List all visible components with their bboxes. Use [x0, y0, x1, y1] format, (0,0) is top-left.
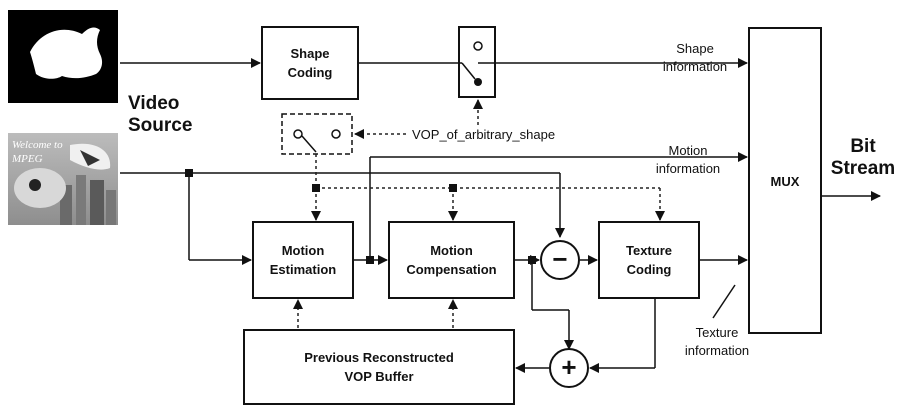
motion-info-line-2: information — [655, 161, 721, 176]
motion-estimation-line-2: Estimation — [269, 262, 337, 277]
video-source-line-2: Source — [128, 115, 193, 136]
motion-compensation-line-1: Motion — [430, 243, 473, 258]
buffer-line-2: VOP Buffer — [344, 369, 414, 384]
buffer-line-1: Previous Reconstructed — [304, 350, 454, 365]
motion-switch-box — [281, 113, 353, 155]
motion-estimation-label: Motion Estimation — [253, 241, 353, 279]
mux-label: MUX — [770, 174, 800, 189]
subtractor-node — [540, 240, 580, 280]
shape-coding-block — [261, 26, 359, 100]
video-frame-image — [8, 133, 118, 225]
control-lines — [293, 99, 665, 328]
shape-info-line-1: Shape — [676, 41, 714, 56]
previous-vop-buffer-label: Previous Reconstructed VOP Buffer — [244, 348, 514, 386]
bit-stream-label: Bit Stream — [830, 136, 896, 180]
bit-stream-line-2: Stream — [830, 158, 896, 179]
junction-dots — [185, 169, 536, 264]
subtract-symbol: − — [552, 244, 568, 274]
thumbnail-line-2: MPEG — [12, 153, 43, 165]
motion-info-line-1: Motion — [668, 143, 708, 158]
vop-arbitrary-shape-label: VOP_of_arbitrary_shape — [412, 127, 556, 142]
motion-switch — [293, 129, 341, 153]
texture-coding-line-2: Coding — [626, 262, 672, 277]
motion-compensation-block — [388, 221, 515, 299]
shape-coding-label: Shape Coding — [262, 44, 358, 82]
shape-coding-line-2: Coding — [287, 65, 333, 80]
signal-lines — [120, 58, 881, 373]
shape-information-label: Shape information — [655, 40, 735, 76]
thumbnail-line-1: Welcome to — [12, 139, 63, 151]
video-frame-caption: Welcome to MPEG — [12, 138, 82, 170]
texture-info-line-1: Texture — [695, 325, 739, 340]
motion-compensation-line-2: Compensation — [406, 262, 497, 277]
motion-estimation-line-1: Motion — [281, 243, 325, 258]
previous-vop-buffer-block — [243, 329, 515, 405]
motion-estimation-block — [252, 221, 354, 299]
texture-info-line-2: information — [684, 343, 750, 358]
shape-switch — [461, 41, 483, 86]
shape-switch-box — [458, 26, 496, 98]
texture-coding-label: Texture Coding — [599, 241, 699, 279]
mux-block — [748, 27, 822, 334]
video-source-label: Video Source — [128, 93, 192, 137]
shape-info-line-2: information — [662, 59, 728, 74]
adder-node — [549, 348, 589, 388]
texture-coding-line-1: Texture — [626, 243, 672, 258]
texture-information-label: Texture information — [674, 324, 760, 360]
shape-coding-line-1: Shape — [290, 46, 330, 61]
add-symbol: + — [561, 352, 577, 382]
shape-mask-image — [8, 10, 118, 103]
motion-compensation-label: Motion Compensation — [389, 241, 514, 279]
motion-information-label: Motion information — [648, 142, 728, 178]
video-source-line-1: Video — [128, 93, 180, 114]
bit-stream-line-1: Bit — [850, 136, 876, 157]
